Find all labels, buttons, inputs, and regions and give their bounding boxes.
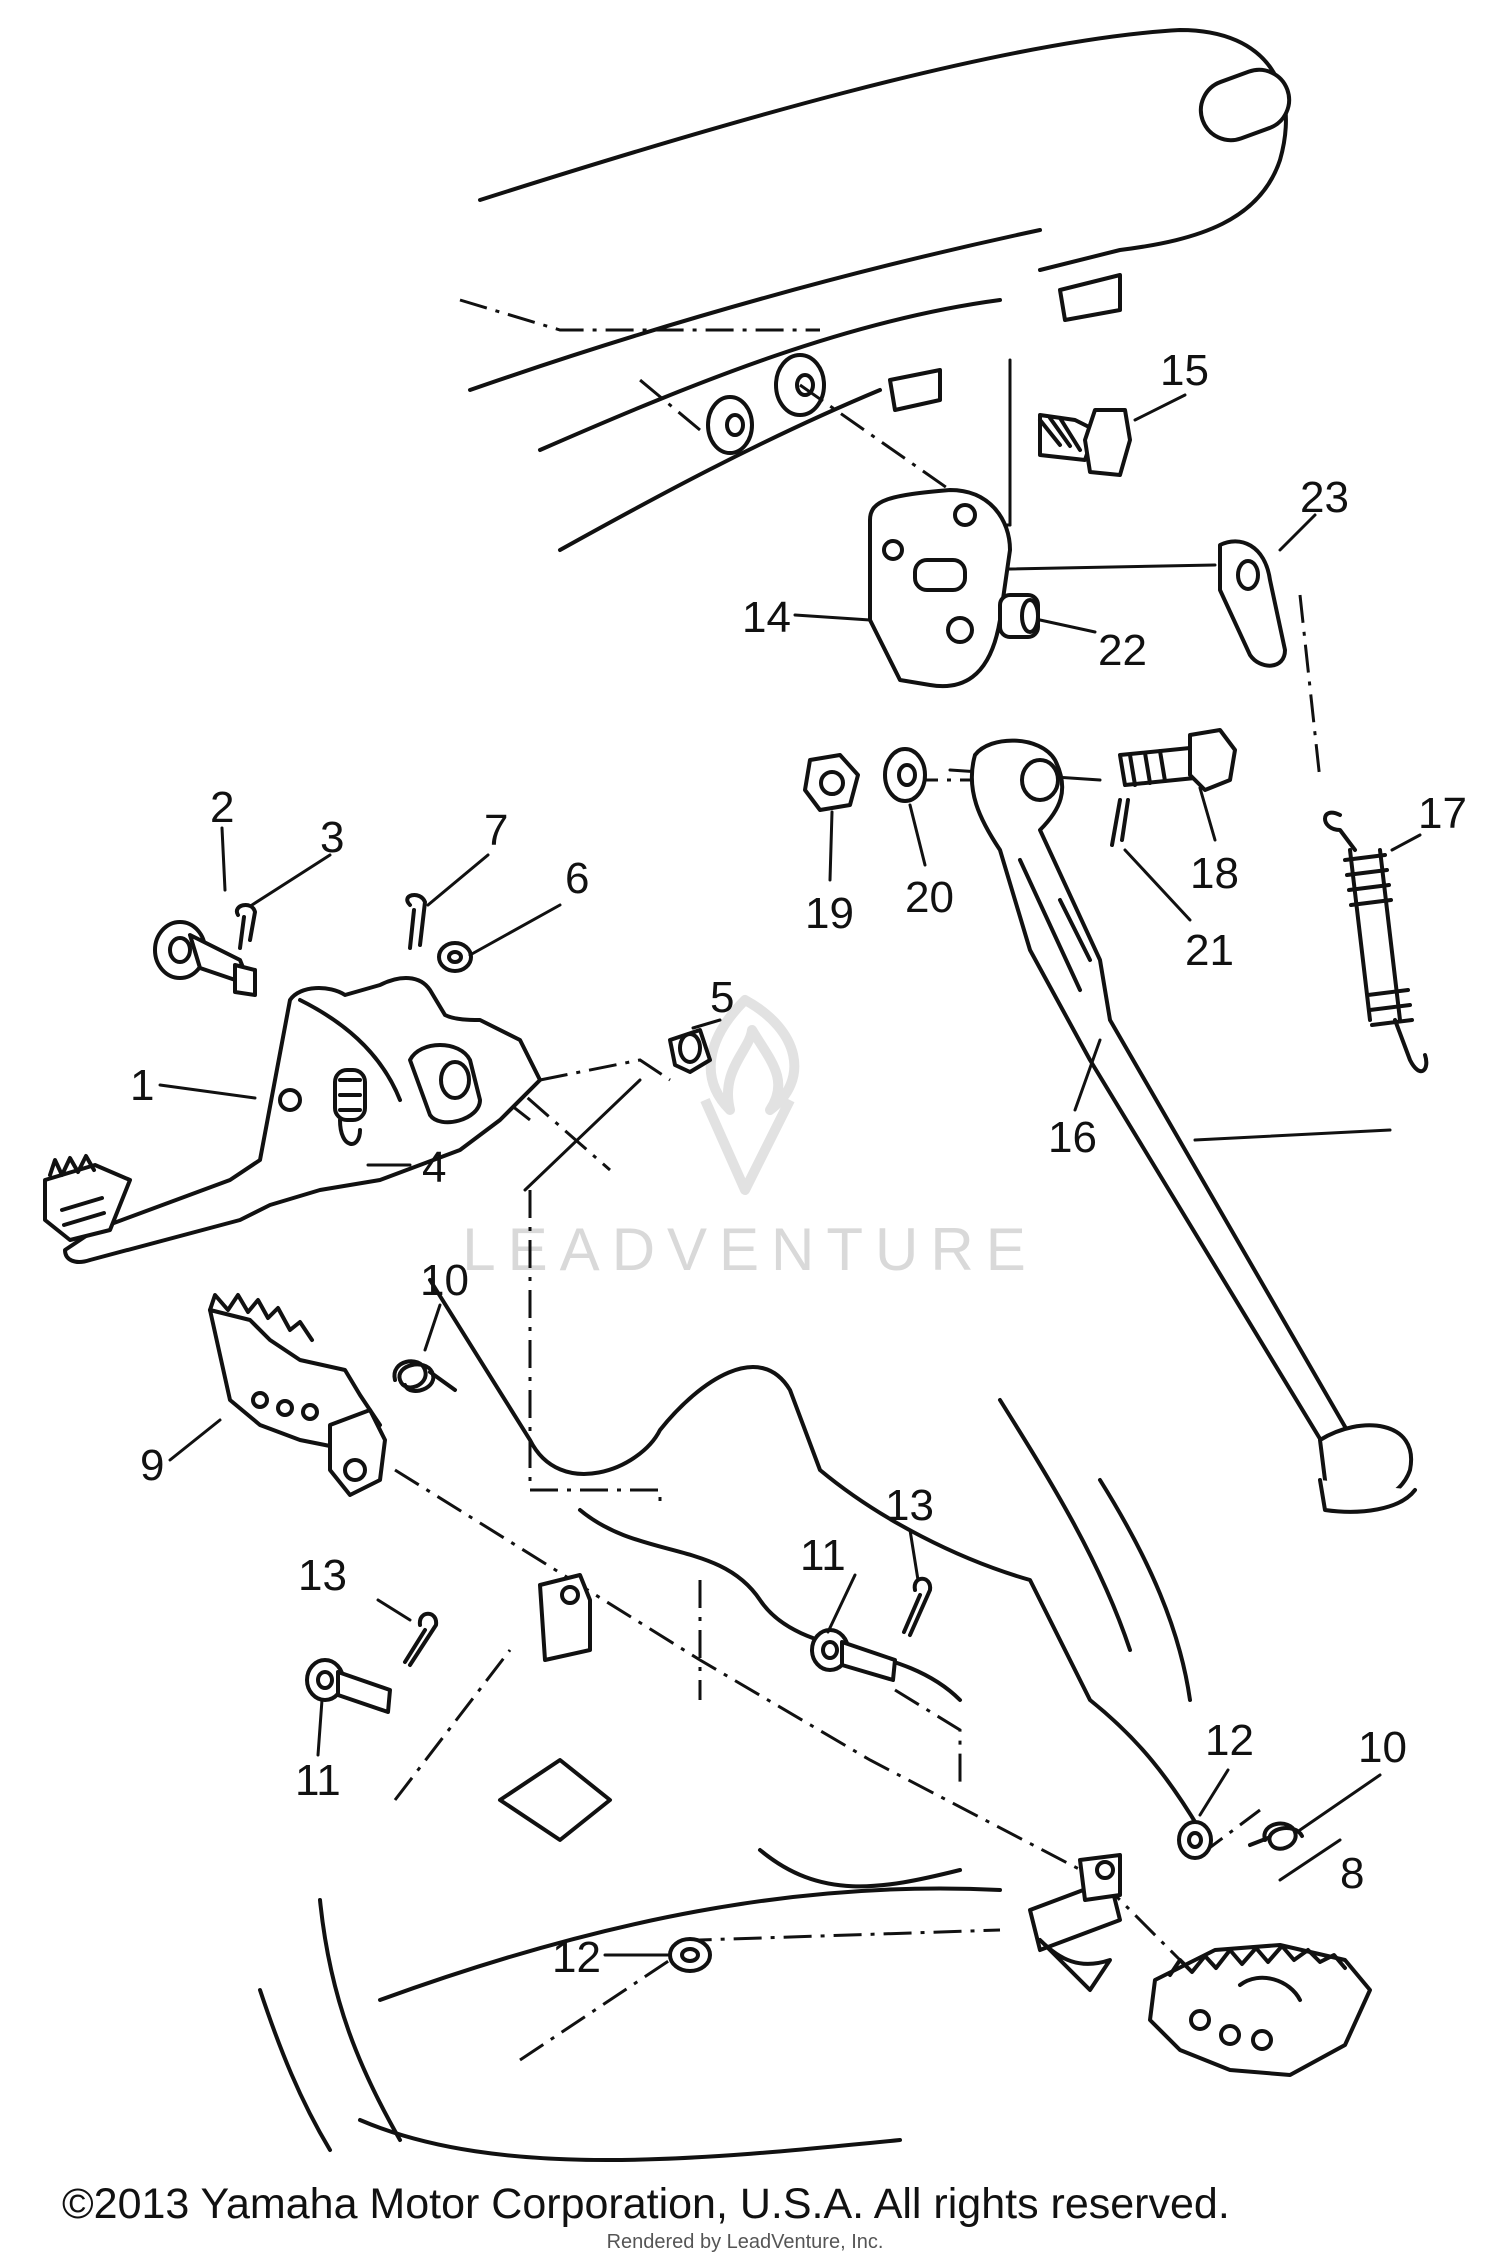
part-12a-washer	[668, 1937, 712, 1973]
part-5-pin	[668, 1028, 712, 1074]
callout-8: 8	[1340, 1849, 1364, 1898]
part-10b-spring	[1248, 1821, 1304, 1851]
part-19-nut	[803, 753, 860, 812]
callout-9: 9	[140, 1441, 164, 1490]
footer: ©2013 Yamaha Motor Corporation, U.S.A. A…	[62, 2180, 1230, 2253]
callout-14: 14	[742, 593, 791, 642]
part-13a-cotter-pin	[403, 1611, 439, 1667]
callout-11b: 11	[800, 1531, 846, 1580]
part-6-washer	[437, 941, 473, 973]
callout-13b: 13	[885, 1481, 934, 1530]
part-11a-pin	[305, 1658, 392, 1714]
part-23-plate	[1218, 539, 1287, 668]
part-21-cotter-pin	[1110, 798, 1130, 847]
callout-15: 15	[1160, 346, 1209, 395]
part-1-brake-pedal	[43, 976, 542, 1264]
callout-2: 2	[210, 783, 234, 832]
callout-10a: 10	[420, 1256, 469, 1305]
callout-21: 21	[1185, 926, 1234, 975]
watermark: LEADVENTURE	[462, 995, 1037, 1283]
part-9-left-footrest	[208, 1293, 387, 1497]
callout-16: 16	[1048, 1113, 1097, 1162]
footrest-mounts	[538, 1573, 1122, 1902]
callout-leaders	[158, 393, 1422, 1957]
engine-frame	[258, 1278, 1202, 2162]
part-17-spring	[1323, 810, 1429, 1074]
rendered-by-text: Rendered by LeadVenture, Inc.	[607, 2231, 884, 2253]
part-13b-cotter-pin	[902, 1576, 933, 1637]
callout-11a: 11	[295, 1756, 341, 1805]
callout-7: 7	[484, 806, 508, 855]
part-14-stand-bracket	[868, 488, 1012, 689]
part-8-right-footrest	[1148, 1943, 1372, 2077]
watermark-text: LEADVENTURE	[462, 1216, 1037, 1283]
callout-6: 6	[565, 854, 589, 903]
part-22-collar	[998, 593, 1040, 639]
part-4-clevis	[333, 1068, 367, 1146]
callout-23: 23	[1300, 473, 1349, 522]
callout-20: 20	[905, 873, 954, 922]
part-20-washer	[883, 747, 927, 803]
callout-4: 4	[422, 1143, 446, 1192]
callout-12a: 12	[552, 1933, 601, 1982]
part-7-cotter-pin	[405, 893, 427, 950]
copyright-text: ©2013 Yamaha Motor Corporation, U.S.A. A…	[62, 2180, 1230, 2228]
swingarm	[459, 28, 1292, 552]
watermark-v-icon	[700, 1097, 795, 1195]
part-16-sidestand	[969, 738, 1417, 1514]
part-15-bolt	[1038, 408, 1132, 477]
callout-10b: 10	[1358, 1723, 1407, 1772]
callout-5: 5	[710, 973, 734, 1022]
part-2-shaft	[153, 920, 257, 997]
callout-18: 18	[1190, 849, 1239, 898]
watermark-flame-icon	[705, 995, 800, 1115]
part-10a-spring	[392, 1359, 457, 1393]
callout-12b: 12	[1205, 1716, 1254, 1765]
part-18-bolt	[1118, 728, 1237, 792]
callout-1: 1	[130, 1061, 154, 1110]
callout-19: 19	[805, 889, 854, 938]
callout-3: 3	[320, 813, 344, 862]
callout-22: 22	[1098, 626, 1147, 675]
part-12b-washer	[1177, 1820, 1213, 1860]
part-11b-pin	[810, 1628, 897, 1682]
callout-numbers: 1 2 3 4 5 6 7 8 9 10 10 11 11 12 12 13 1…	[130, 346, 1467, 1982]
part-3-cotter-pin	[234, 903, 257, 950]
callout-13a: 13	[298, 1551, 347, 1600]
callout-17: 17	[1418, 789, 1467, 838]
